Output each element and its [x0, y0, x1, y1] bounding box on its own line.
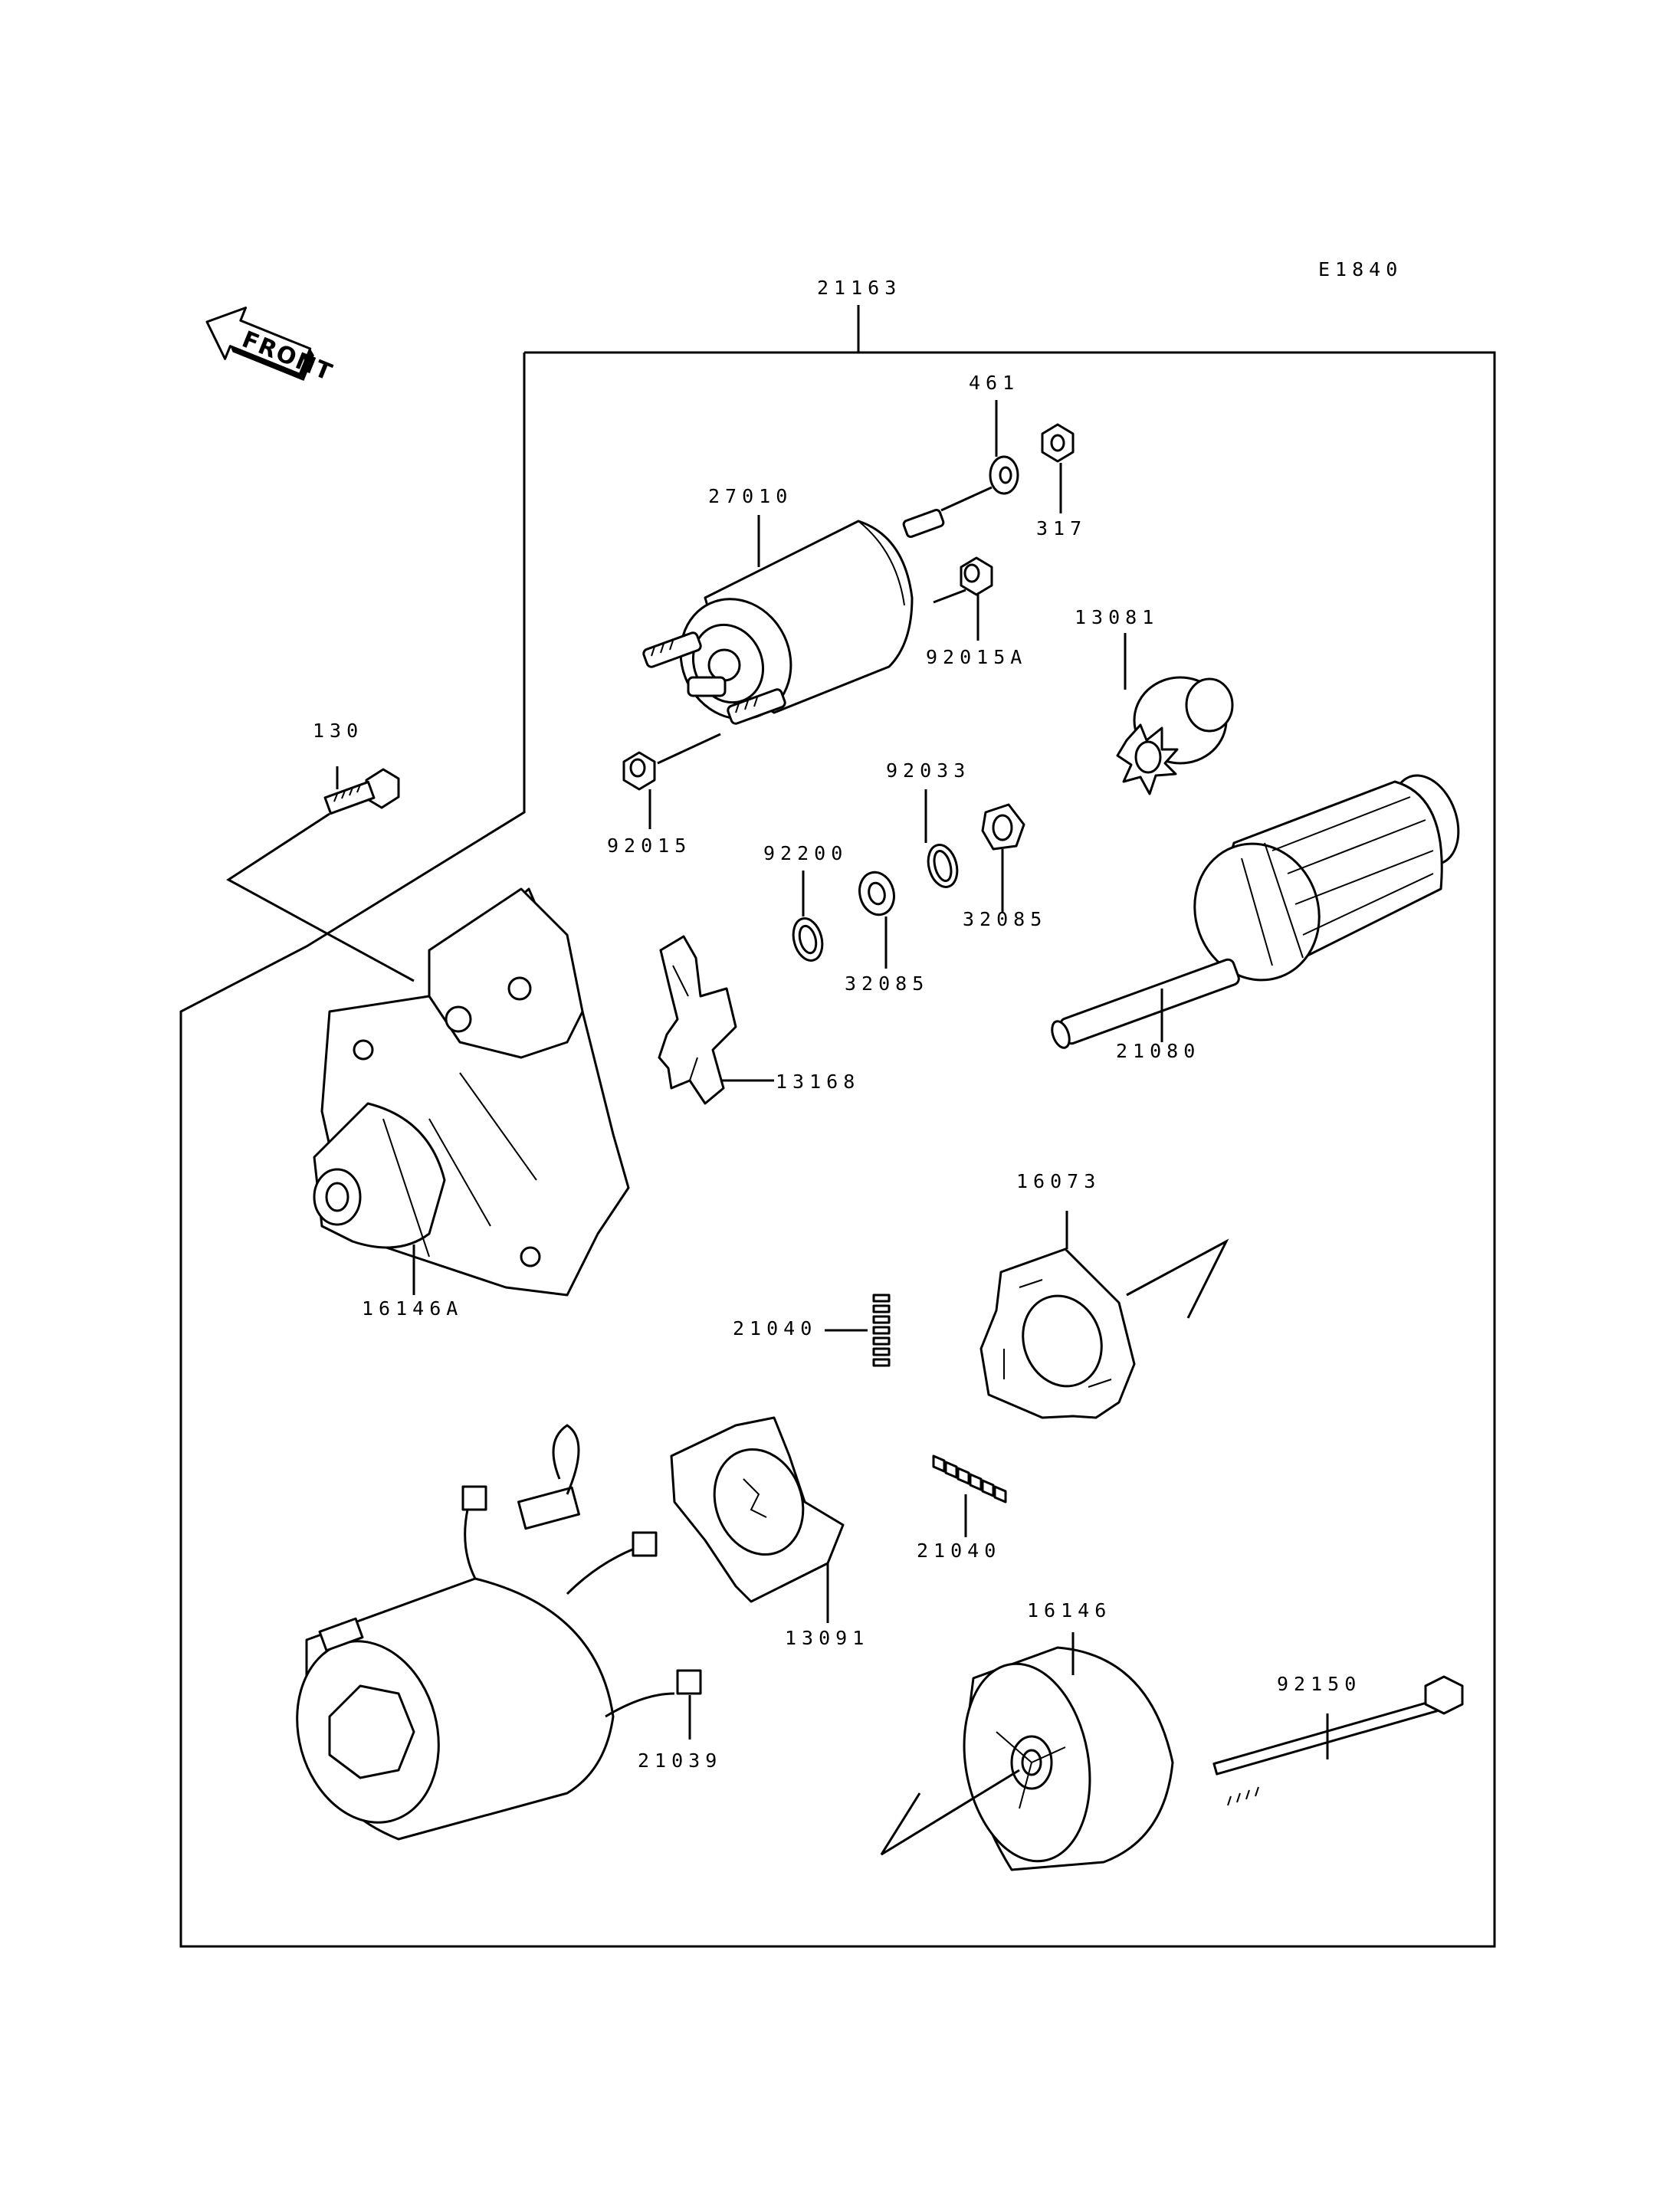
- washer-92200: [792, 917, 824, 962]
- label-32085b: 32085: [963, 908, 1047, 930]
- label-21080: 21080: [1116, 1040, 1200, 1062]
- leader-27010-461: [940, 486, 993, 512]
- label-92015: 92015: [607, 835, 691, 857]
- label-21039: 21039: [638, 1749, 722, 1772]
- label-16073: 16073: [1016, 1170, 1101, 1192]
- label-92033: 92033: [886, 759, 970, 782]
- label-13168: 13168: [776, 1071, 860, 1093]
- leader-92015-sol: [657, 733, 721, 765]
- label-13091: 13091: [785, 1627, 869, 1649]
- front-label: FRONT: [238, 326, 337, 387]
- lever-13168: [658, 935, 737, 1105]
- nut-92015A: [960, 556, 993, 596]
- label-27010: 27010: [708, 485, 792, 507]
- yoke-field-coil: [296, 1424, 702, 1841]
- spring-21040-upper: [872, 1294, 891, 1367]
- label-21040b: 21040: [917, 1540, 1001, 1562]
- leader-16146-frame: [880, 1769, 1020, 1856]
- housing-16146A: [313, 887, 630, 1297]
- washer-461: [989, 455, 1019, 495]
- snap-ring-92033: [927, 844, 959, 888]
- label-461: 461: [969, 372, 1019, 394]
- label-92200: 92200: [763, 842, 848, 864]
- label-317: 317: [1036, 517, 1087, 539]
- plate-16073: [979, 1248, 1136, 1419]
- nut-92015: [622, 751, 656, 791]
- front-arrow-icon: FRONT: [205, 307, 337, 387]
- assembly-frame: [179, 351, 1496, 1948]
- bolt-130: [323, 768, 400, 815]
- pinion-13081: [1116, 676, 1234, 795]
- armature-21080: [1051, 774, 1460, 1049]
- leader-27010-92015A: [933, 589, 966, 604]
- housing-16146: [963, 1646, 1174, 1871]
- label-16146: 16146: [1027, 1599, 1111, 1622]
- collar-32085-right: [981, 803, 1025, 851]
- label-92150: 92150: [1277, 1673, 1361, 1695]
- label-21040a: 21040: [733, 1317, 817, 1340]
- label-16146A: 16146A: [362, 1297, 463, 1320]
- diagram-code: E1840: [1318, 258, 1403, 280]
- label-130: 130: [313, 720, 363, 742]
- label-32085a: 32085: [845, 972, 929, 995]
- label-21163: 21163: [817, 277, 901, 299]
- solenoid-27010: [642, 509, 945, 725]
- collar-32085-left: [858, 871, 895, 917]
- spring-21040-lower: [932, 1454, 1007, 1503]
- leader-130-frame: [226, 812, 415, 982]
- label-92015A: 92015A: [926, 646, 1027, 668]
- nut-317: [1041, 423, 1075, 463]
- label-13081: 13081: [1075, 606, 1159, 628]
- leader-16073-frame: [1126, 1238, 1229, 1319]
- holder-13091: [670, 1416, 845, 1603]
- bolt-92150: [1212, 1675, 1464, 1806]
